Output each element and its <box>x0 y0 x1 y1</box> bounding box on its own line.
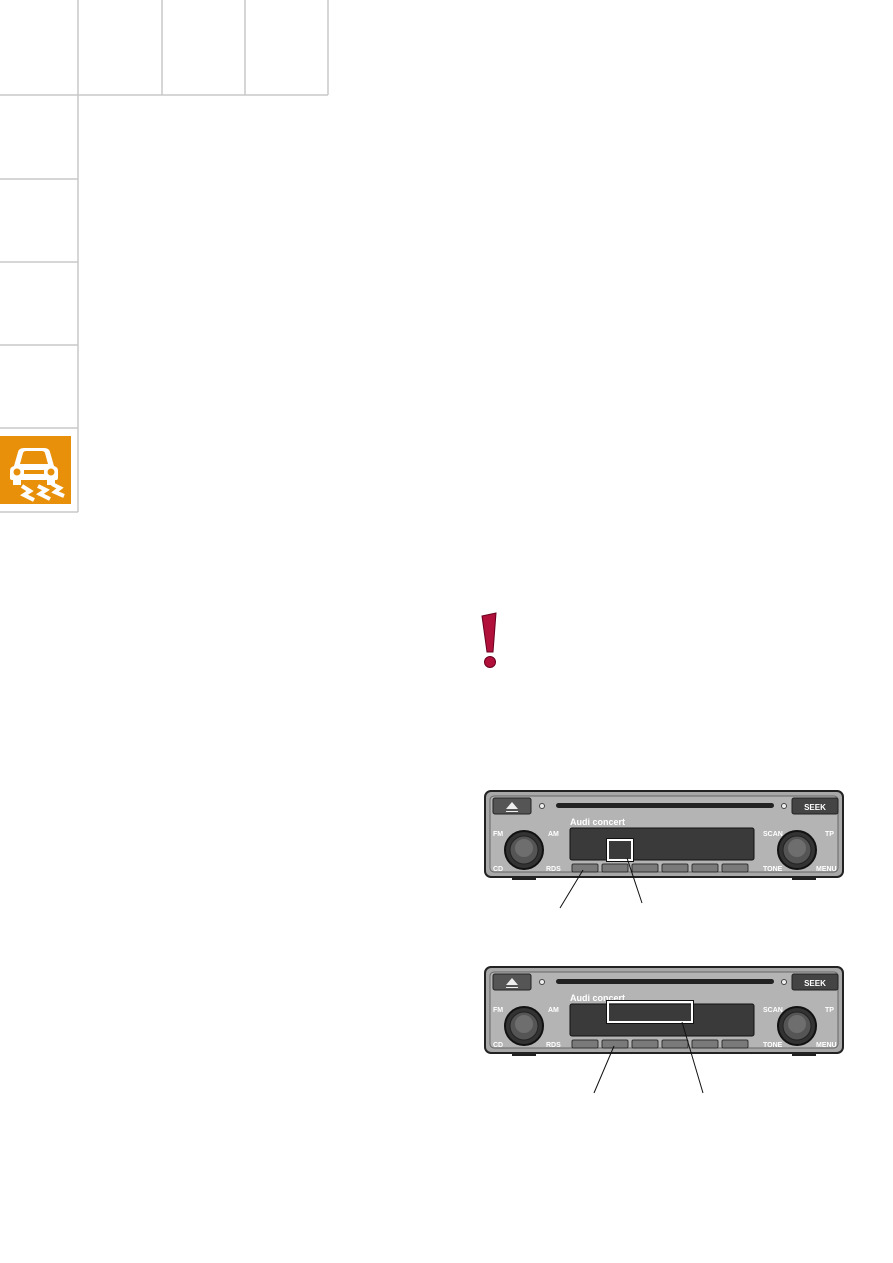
cd-label: CD <box>493 866 503 873</box>
radio-unit-figure-1: SEEK Audi concert FM AM CD RDS SCAN TP T… <box>484 790 844 880</box>
cd-label: CD <box>493 1042 503 1049</box>
radio-brand: Audi concert <box>570 993 625 1003</box>
tp-label: TP <box>825 831 834 838</box>
scan-label: SCAN <box>763 1007 783 1014</box>
radio-brand: Audi concert <box>570 817 625 827</box>
radio-unit-figure-2: SEEK Audi concert FM AM CD RDS SCAN TP T… <box>484 966 844 1056</box>
am-label: AM <box>548 1007 559 1014</box>
rds-label: RDS <box>546 1042 561 1049</box>
menu-label: MENU <box>816 866 837 873</box>
exclamation-warning-icon <box>481 612 497 668</box>
car-skidding-icon <box>0 436 71 504</box>
rds-label: RDS <box>546 866 561 873</box>
tp-label: TP <box>825 1007 834 1014</box>
tone-label: TONE <box>763 1042 783 1049</box>
scan-label: SCAN <box>763 831 783 838</box>
tone-label: TONE <box>763 866 783 873</box>
fm-label: FM <box>493 1007 503 1014</box>
menu-label: MENU <box>816 1042 837 1049</box>
seek-button-label: SEEK <box>804 803 826 812</box>
am-label: AM <box>548 831 559 838</box>
seek-button-label: SEEK <box>804 979 826 988</box>
fm-label: FM <box>493 831 503 838</box>
